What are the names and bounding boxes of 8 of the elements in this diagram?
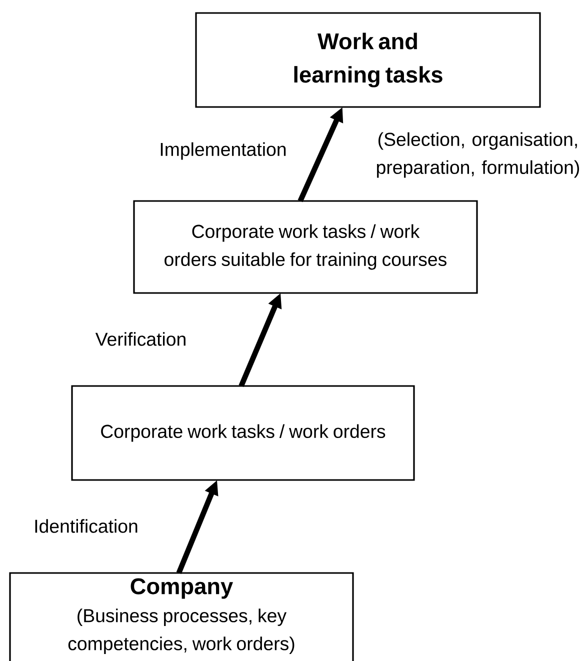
edge-label: Identification xyxy=(35,519,138,533)
edge-label: Implementation xyxy=(160,142,286,160)
text-box: Work and learning tasks xyxy=(195,12,541,108)
text-box: Corporate work tasks / work orders xyxy=(71,385,415,481)
note-text: (Selection, organisation, preparation, formulation) xyxy=(377,132,579,178)
edge-label: Verification xyxy=(95,332,186,346)
text-box: Company (Business processes, key competencies, work orders) xyxy=(9,572,354,661)
text-box: Corporate work tasks / work orders suitable for training courses xyxy=(133,200,478,294)
